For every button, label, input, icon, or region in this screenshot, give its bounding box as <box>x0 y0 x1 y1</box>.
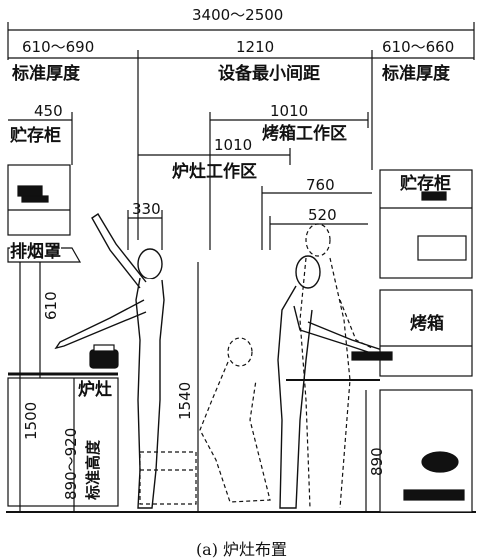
label-min-gap: 设备最小间距 <box>218 64 320 84</box>
crouching-figure <box>199 337 271 503</box>
label-std-height: 标准高度 <box>84 439 102 500</box>
label-range-hood: 排烟罩 <box>10 242 61 262</box>
label-std-depth-left: 标准厚度 <box>12 64 80 84</box>
label-stove: 炉灶 <box>78 380 112 400</box>
oven-unit <box>379 289 473 377</box>
stove-counter <box>7 377 119 507</box>
dim-left-depth: 610～690 <box>22 38 95 56</box>
dim-counter-height: 1500 <box>22 401 40 440</box>
label-std-depth-right: 标准厚度 <box>382 64 450 84</box>
dim-oven-zone-b: 1010 <box>214 136 253 154</box>
dim-520: 520 <box>308 206 337 224</box>
label-storage-left: 贮存柜 <box>10 126 61 146</box>
dim-330: 330 <box>132 200 161 218</box>
dim-overall: 3400～2500 <box>192 6 284 24</box>
label-oven: 烤箱 <box>410 314 444 334</box>
figure-caption: (a) 炉灶布置 <box>195 540 288 559</box>
dim-760: 760 <box>306 176 335 194</box>
standing-figure-dashed <box>299 223 373 509</box>
dim-person-height: 1540 <box>176 381 194 420</box>
label-stove-work-zone: 炉灶工作区 <box>172 162 257 182</box>
label-oven-work-zone: 烤箱工作区 <box>262 124 347 144</box>
dim-hood-height: 610 <box>42 291 60 320</box>
dim-oven-zone-a: 1010 <box>270 102 309 120</box>
dim-right-depth: 610～660 <box>382 38 455 56</box>
dim-middle-gap: 1210 <box>236 38 275 56</box>
standing-figure-left <box>54 213 165 509</box>
dim-oven-counter-height: 890 <box>368 447 386 476</box>
label-storage-right: 贮存柜 <box>400 174 451 194</box>
dim-stove-height: 890～920 <box>62 427 80 500</box>
dim-storage-left: 450 <box>34 102 63 120</box>
